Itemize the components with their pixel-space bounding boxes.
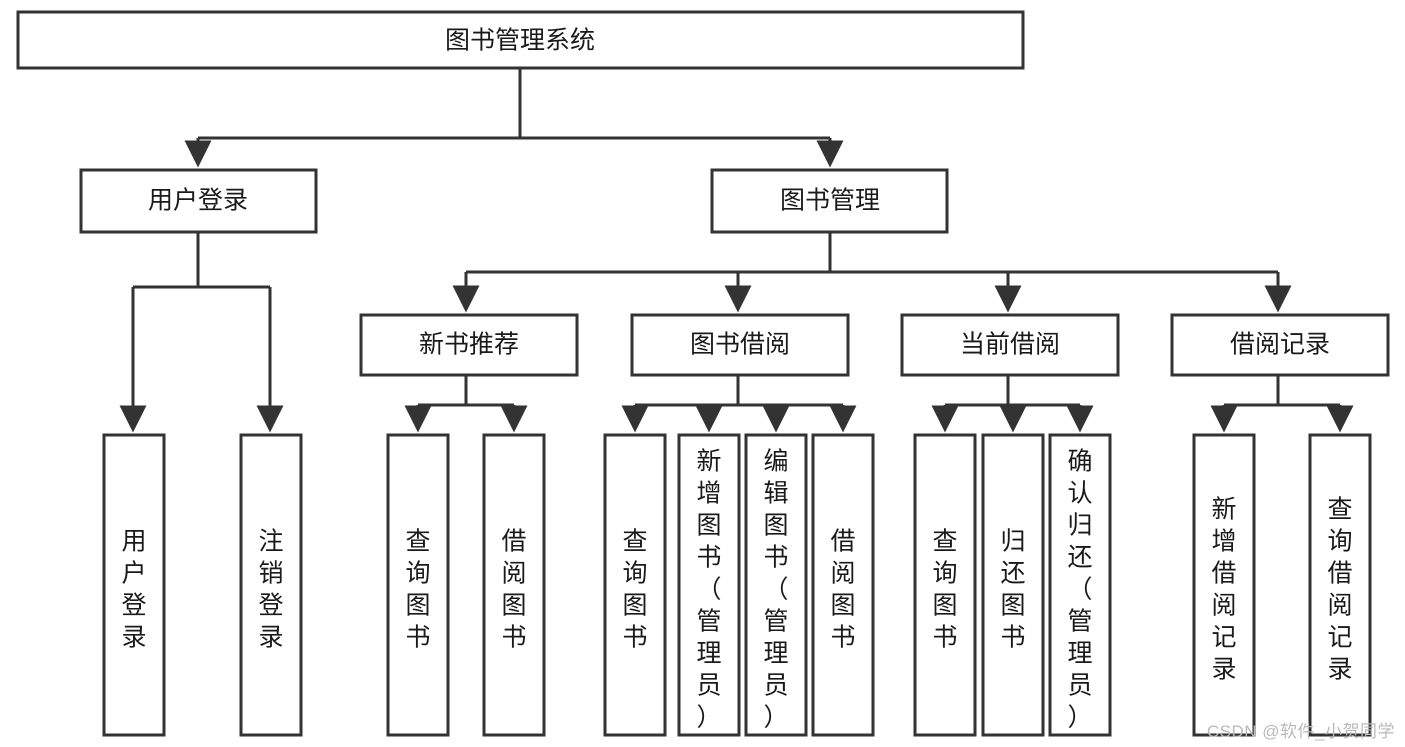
node-root[interactable]: 图书管理系统	[16, 10, 1025, 70]
node-book-borrow-label: 图书借阅	[690, 331, 790, 359]
node-root-label: 图书管理系统	[445, 27, 595, 55]
leaf-borrow-book-2-box[interactable]	[811, 433, 875, 737]
node-new-book-recommend-label: 新书推荐	[419, 331, 519, 359]
leaf-query-record-box[interactable]	[1308, 433, 1372, 737]
leaf-query-book-1-box[interactable]	[386, 433, 450, 737]
leaf-query-record[interactable]: 查询借阅记录	[1308, 433, 1372, 737]
node-user-login[interactable]: 用户登录	[79, 168, 318, 234]
leaf-borrow-book-2-label: 借阅图书	[830, 527, 855, 651]
leaf-borrow-book-1-label: 借阅图书	[501, 527, 526, 651]
node-borrow-record-box[interactable]	[1170, 313, 1390, 377]
node-current-borrow-label: 当前借阅	[960, 331, 1060, 359]
node-borrow-record-label: 借阅记录	[1230, 331, 1330, 359]
leaf-add-book-box[interactable]	[677, 433, 741, 737]
leaf-user-login[interactable]: 用户登录	[102, 433, 166, 737]
leaf-return-book-label: 归还图书	[1000, 527, 1025, 651]
node-new-book-recommend-box[interactable]	[359, 313, 579, 377]
leaf-query-book-3[interactable]: 查询图书	[913, 433, 977, 737]
node-user-login-label: 用户登录	[148, 187, 248, 215]
leaf-add-record-label: 新增借阅记录	[1211, 495, 1236, 683]
leaf-return-book-box[interactable]	[981, 433, 1045, 737]
leaf-user-login-box[interactable]	[102, 433, 166, 737]
leaf-add-record-box[interactable]	[1192, 433, 1256, 737]
node-book-manage-label: 图书管理	[780, 187, 880, 215]
connector-layer	[119, 68, 1354, 433]
leaf-query-book-1[interactable]: 查询图书	[386, 433, 450, 737]
node-root-box[interactable]	[16, 10, 1025, 70]
leaf-edit-book-box[interactable]	[744, 433, 808, 737]
leaf-query-book-3-box[interactable]	[913, 433, 977, 737]
node-book-manage[interactable]: 图书管理	[710, 168, 949, 234]
node-borrow-record[interactable]: 借阅记录	[1170, 313, 1390, 377]
leaf-add-book-label: 新增图书（管理员）	[696, 447, 721, 731]
node-current-borrow-box[interactable]	[900, 313, 1120, 377]
leaf-return-book[interactable]: 归还图书	[981, 433, 1045, 737]
leaf-logout-box[interactable]	[239, 433, 303, 737]
leaf-confirm-return-box[interactable]	[1048, 433, 1112, 737]
node-book-borrow-box[interactable]	[630, 313, 850, 377]
leaf-add-book[interactable]: 新增图书（管理员）	[677, 433, 741, 737]
leaf-query-book-3-label: 查询图书	[932, 527, 957, 651]
leaf-confirm-return-label: 确认归还（管理员）	[1067, 447, 1092, 731]
node-new-book-recommend[interactable]: 新书推荐	[359, 313, 579, 377]
node-user-login-box[interactable]	[79, 168, 318, 234]
node-current-borrow[interactable]: 当前借阅	[900, 313, 1120, 377]
node-book-manage-box[interactable]	[710, 168, 949, 234]
leaf-query-book-2[interactable]: 查询图书	[603, 433, 667, 737]
leaf-user-login-label: 用户登录	[121, 527, 146, 651]
leaf-edit-book[interactable]: 编辑图书（管理员）	[744, 433, 808, 737]
leaf-borrow-book-2[interactable]: 借阅图书	[811, 433, 875, 737]
leaf-query-book-2-label: 查询图书	[622, 527, 647, 651]
leaf-add-record[interactable]: 新增借阅记录	[1192, 433, 1256, 737]
leaf-logout[interactable]: 注销登录	[239, 433, 303, 737]
node-book-borrow[interactable]: 图书借阅	[630, 313, 850, 377]
leaf-borrow-book-1-box[interactable]	[482, 433, 546, 737]
leaf-confirm-return[interactable]: 确认归还（管理员）	[1048, 433, 1112, 737]
leaf-query-record-label: 查询借阅记录	[1327, 495, 1352, 683]
leaf-query-book-2-box[interactable]	[603, 433, 667, 737]
leaf-logout-label: 注销登录	[258, 527, 283, 651]
leaf-edit-book-label: 编辑图书（管理员）	[763, 447, 788, 731]
leaf-query-book-1-label: 查询图书	[405, 527, 430, 651]
leaf-borrow-book-1[interactable]: 借阅图书	[482, 433, 546, 737]
